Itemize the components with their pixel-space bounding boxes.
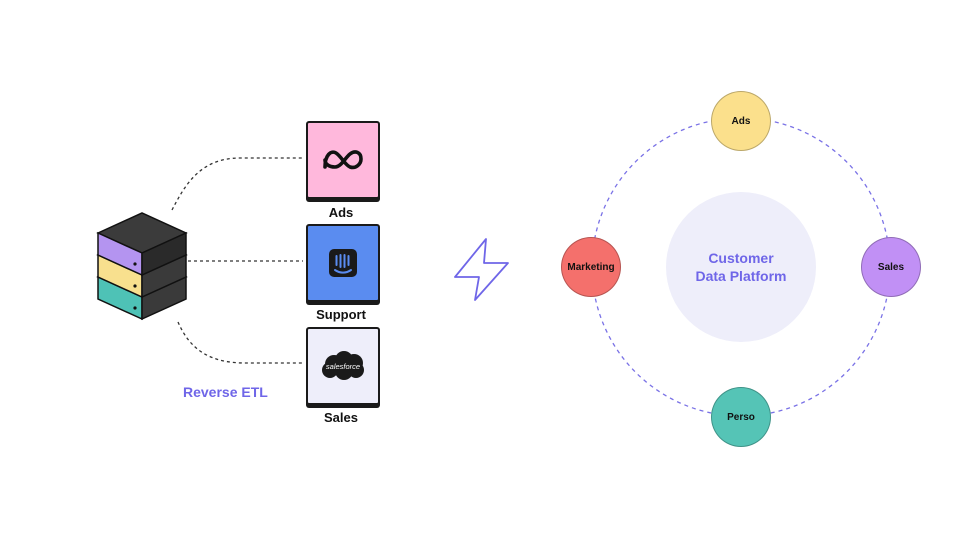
node-perso: Perso: [711, 387, 771, 447]
node-sales-label: Sales: [877, 261, 905, 273]
support-tile-label: Support: [316, 307, 366, 322]
sales-tile-label: Sales: [324, 410, 358, 425]
server-stack-icon: [96, 212, 188, 321]
node-marketing-label: Marketing: [567, 261, 615, 273]
meta-logo-icon: [323, 150, 363, 170]
node-sales: Sales: [861, 237, 921, 297]
connector-sales: [177, 321, 303, 364]
node-ads-label: Ads: [731, 115, 751, 127]
intercom-logo-icon: [329, 249, 357, 277]
ads-tile: [306, 121, 380, 199]
sales-tile: salesforce: [306, 327, 380, 405]
connector-ads: [171, 157, 303, 211]
salesforce-logo-text: salesforce: [326, 362, 360, 371]
node-marketing: Marketing: [561, 237, 621, 297]
support-tile: [306, 224, 380, 302]
cdp-center-circle: Customer Data Platform: [666, 192, 816, 342]
ads-tile-label: Ads: [328, 205, 354, 220]
reverse-etl-caption: Reverse ETL: [183, 384, 268, 400]
node-ads: Ads: [711, 91, 771, 151]
node-perso-label: Perso: [727, 411, 755, 423]
cdp-center-line2: Data Platform: [695, 268, 787, 284]
lightning-icon: [454, 238, 509, 301]
salesforce-logo-icon: salesforce: [322, 351, 364, 380]
stack-layer-top: [96, 212, 188, 277]
cdp-center-line1: Customer: [708, 250, 774, 266]
